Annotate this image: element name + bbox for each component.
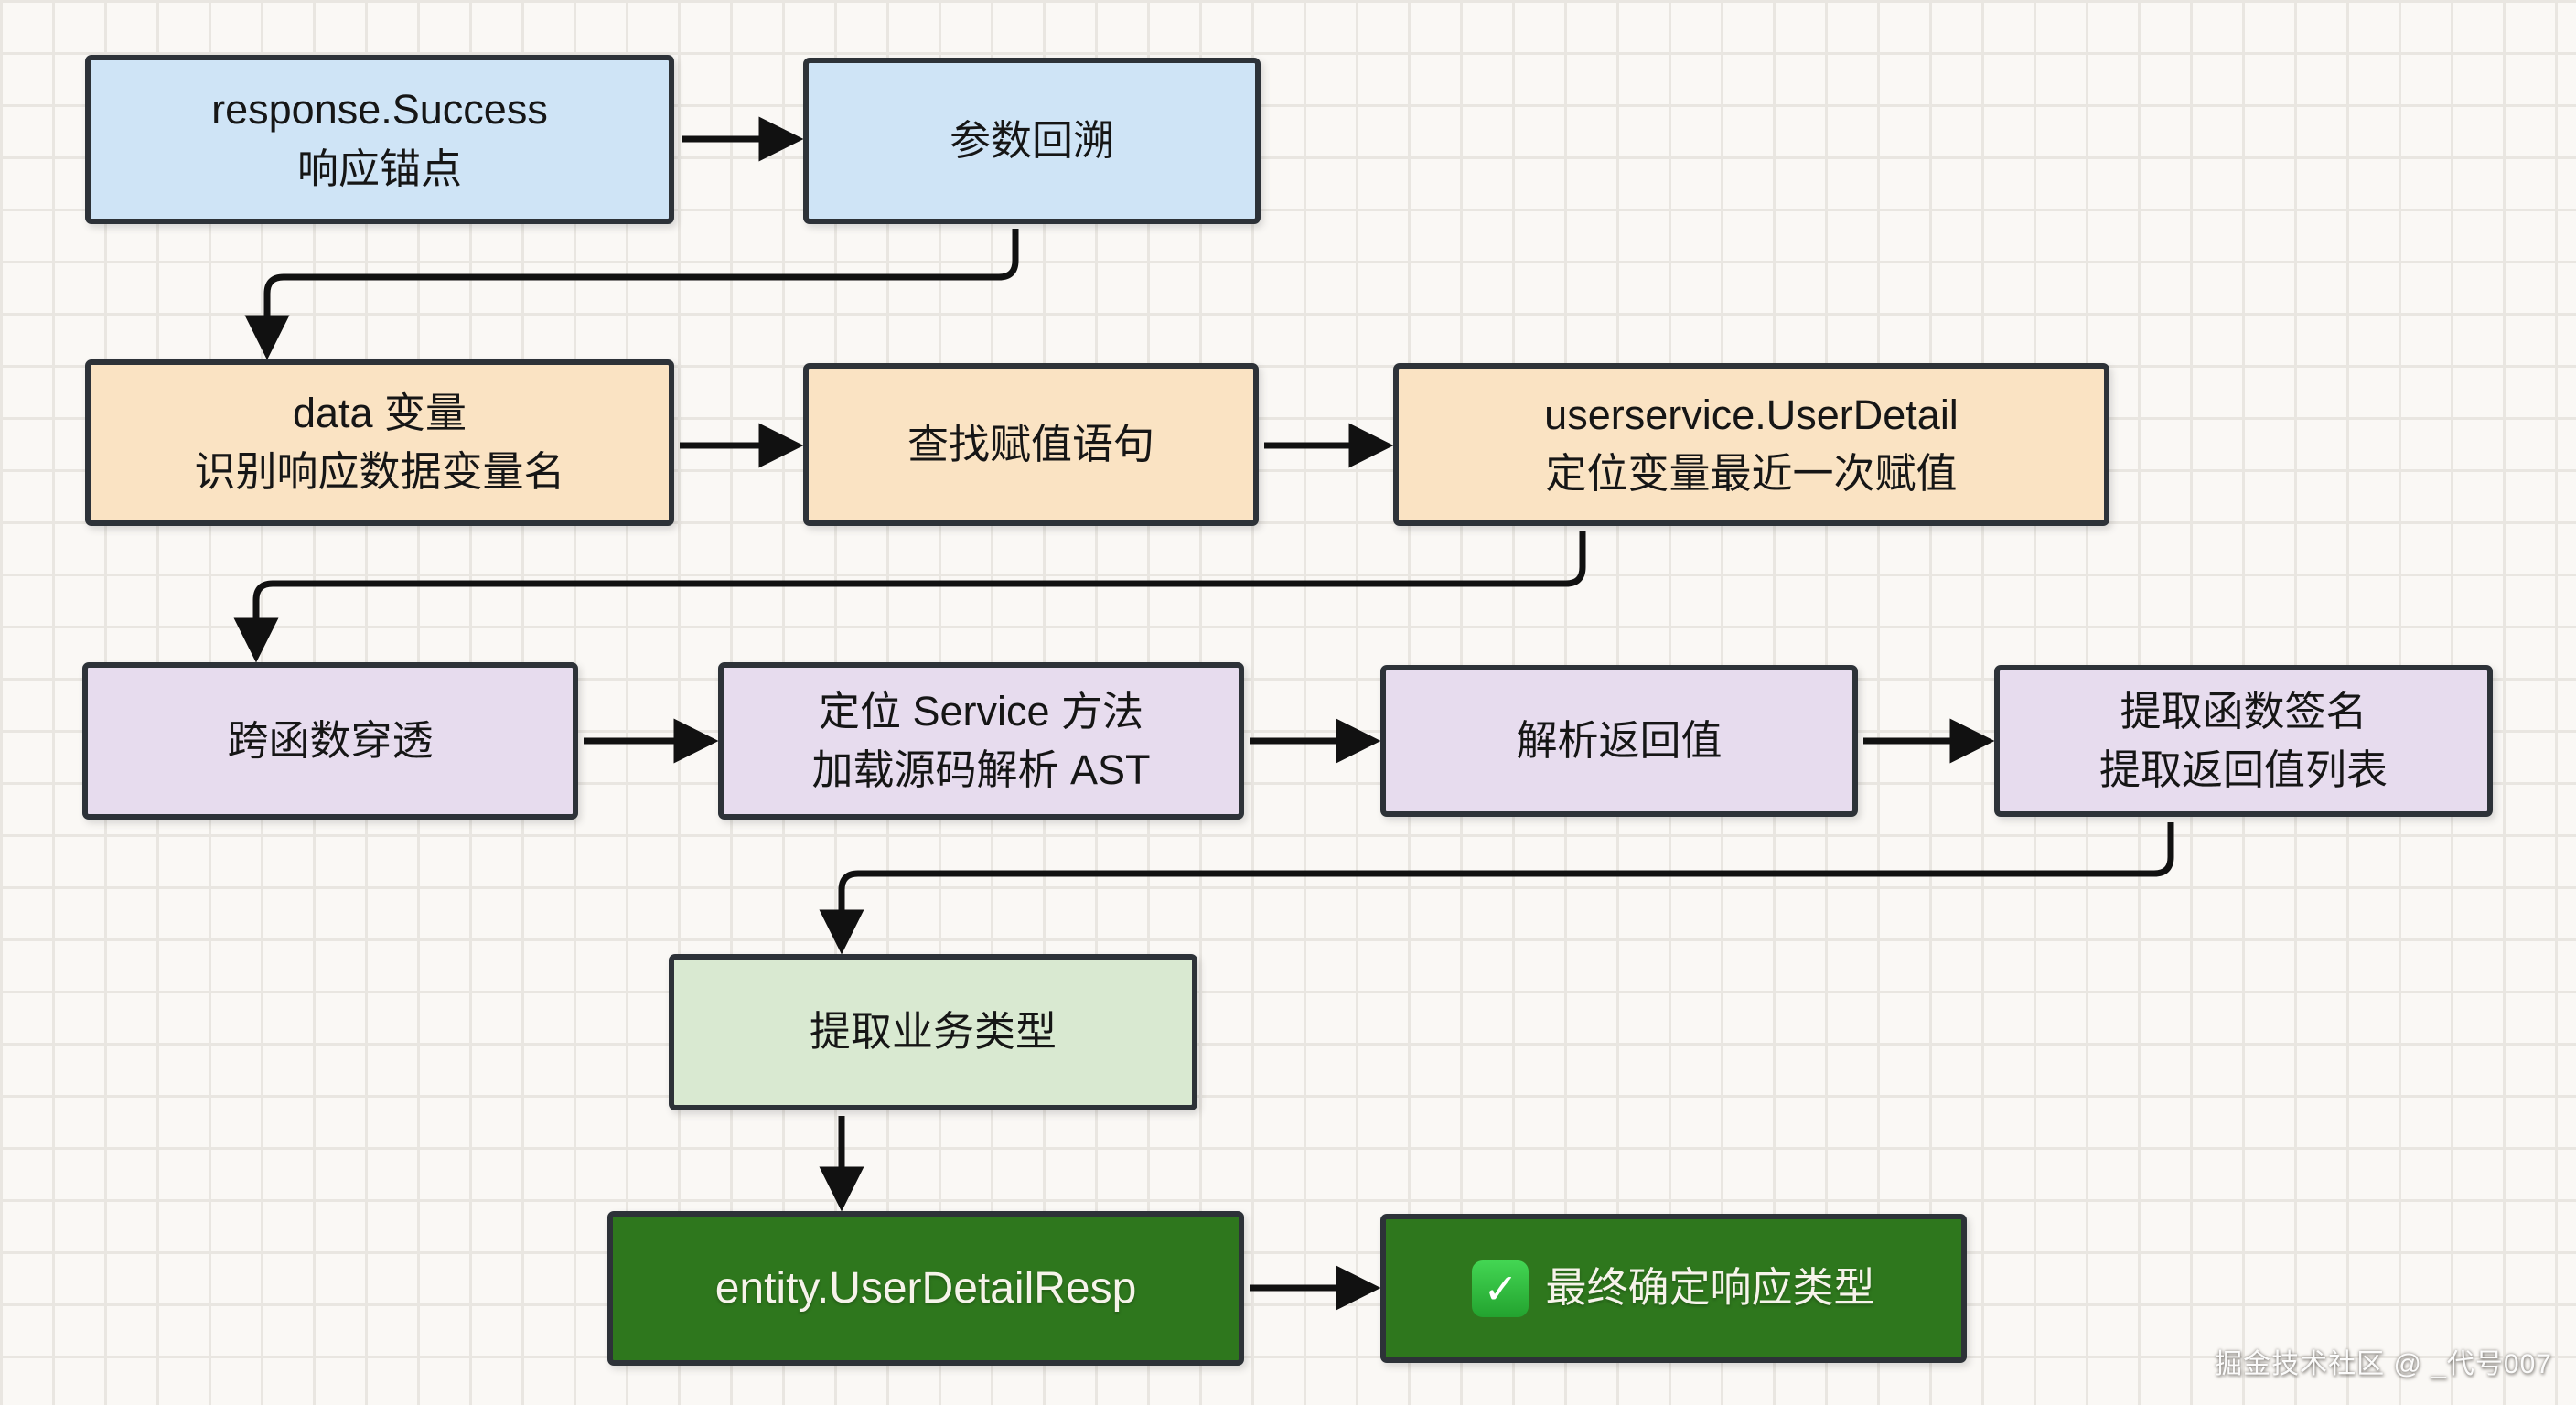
node-find-assignment: 查找赋值语句 (803, 363, 1259, 526)
node-param-backtrace-title: 参数回溯 (949, 116, 1114, 164)
node-response-anchor: response.Success 响应锚点 (85, 55, 674, 224)
node-parse-return-value: 解析返回值 (1380, 665, 1858, 817)
node-response-anchor-title: response.Success (211, 86, 548, 134)
connector-extract-signature-to-extract-business-type (819, 822, 2174, 955)
node-extract-signature-title: 提取函数签名 (2120, 687, 2367, 735)
connector-param-backtrace-to-data-variable (244, 229, 1019, 360)
node-final-response-type: ✓ 最终确定响应类型 (1380, 1214, 1967, 1363)
node-param-backtrace: 参数回溯 (803, 58, 1261, 224)
connector-locate-last-assignment-to-cross-function (233, 531, 1586, 663)
node-locate-last-assignment-subtitle: 定位变量最近一次赋值 (1545, 450, 1958, 497)
node-locate-service-method: 定位 Service 方法 加载源码解析 AST (718, 662, 1244, 820)
node-parse-return-value-title: 解析返回值 (1516, 716, 1723, 764)
node-extract-signature: 提取函数签名 提取返回值列表 (1994, 665, 2493, 817)
node-entity-resp: entity.UserDetailResp (607, 1211, 1244, 1366)
node-locate-last-assignment-title: userservice.UserDetail (1544, 391, 1959, 438)
watermark: 掘金技术社区 @ _代号007 (2215, 1349, 2552, 1379)
node-response-anchor-subtitle: 响应锚点 (296, 145, 462, 192)
node-extract-signature-subtitle: 提取返回值列表 (2098, 746, 2388, 793)
node-data-variable: data 变量 识别响应数据变量名 (85, 359, 674, 526)
node-cross-function: 跨函数穿透 (82, 662, 578, 820)
node-extract-business-type-title: 提取业务类型 (809, 1008, 1057, 1056)
node-find-assignment-title: 查找赋值语句 (907, 420, 1154, 467)
node-locate-last-assignment: userservice.UserDetail 定位变量最近一次赋值 (1393, 363, 2109, 526)
node-cross-function-title: 跨函数穿透 (227, 716, 434, 764)
check-icon: ✓ (1472, 1260, 1530, 1317)
node-final-response-type-title: 最终确定响应类型 (1545, 1264, 1875, 1312)
node-data-variable-subtitle: 识别响应数据变量名 (194, 448, 565, 495)
node-locate-service-method-title: 定位 Service 方法 (818, 687, 1144, 735)
node-data-variable-title: data 变量 (292, 389, 467, 436)
node-entity-resp-title: entity.UserDetailResp (714, 1263, 1137, 1313)
node-locate-service-method-subtitle: 加载源码解析 AST (811, 746, 1151, 793)
node-extract-business-type: 提取业务类型 (669, 954, 1197, 1110)
